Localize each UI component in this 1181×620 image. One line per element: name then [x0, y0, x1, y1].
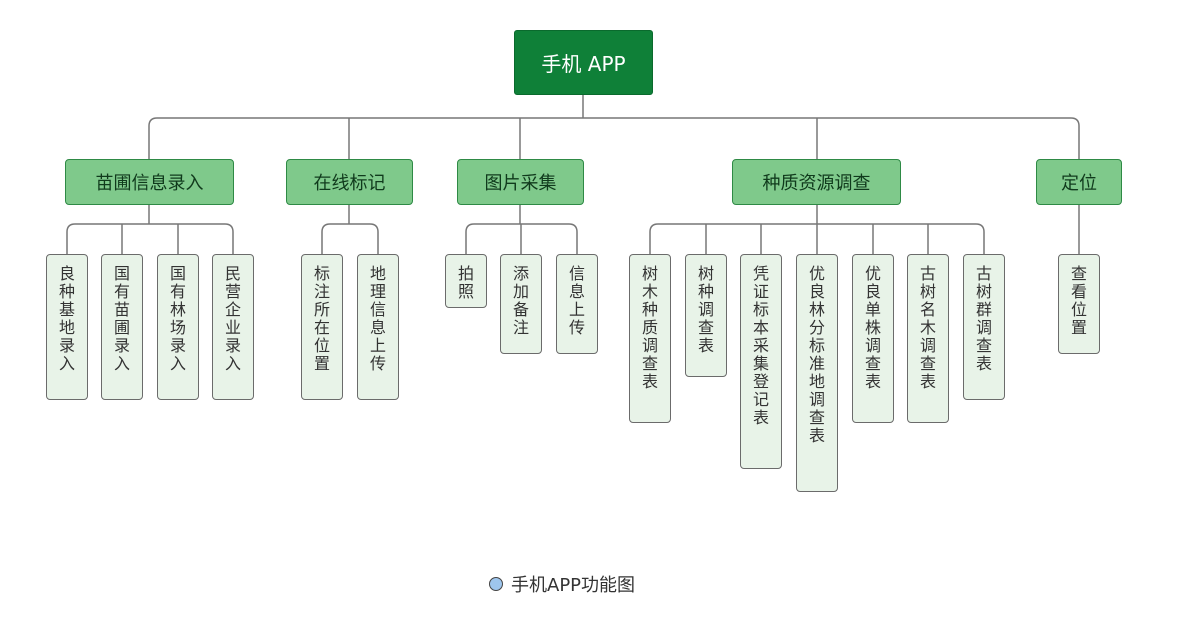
figure-caption: 手机APP功能图 — [489, 572, 635, 596]
leaf-node: 良种基地录入 — [46, 254, 88, 400]
category-node: 苗圃信息录入 — [65, 159, 234, 205]
category-node: 图片采集 — [457, 159, 584, 205]
connector-line — [321, 223, 379, 254]
leaf-node: 国有林场录入 — [157, 254, 199, 400]
leaf-node: 添加备注 — [500, 254, 542, 354]
caption-bullet-icon — [489, 577, 503, 591]
category-label: 在线标记 — [313, 173, 386, 194]
leaf-node: 信息上传 — [556, 254, 598, 354]
leaf-node: 凭证标本采集登记表 — [740, 254, 782, 469]
category-node: 定位 — [1036, 159, 1122, 205]
connector-line — [148, 117, 1080, 159]
leaf-node: 国有苗圃录入 — [101, 254, 143, 400]
category-label: 苗圃信息录入 — [95, 173, 204, 194]
category-label: 种质资源调查 — [762, 173, 871, 194]
category-label: 定位 — [1061, 173, 1097, 194]
category-label: 图片采集 — [484, 173, 557, 194]
leaf-node: 树木种质调查表 — [629, 254, 671, 423]
root-label: 手机 APP — [541, 52, 626, 76]
leaf-node: 古树群调查表 — [963, 254, 1005, 400]
caption-text: 手机APP功能图 — [511, 575, 636, 596]
leaf-node: 古树名木调查表 — [907, 254, 949, 423]
category-node: 种质资源调查 — [732, 159, 901, 205]
leaf-node: 标注所在位置 — [301, 254, 343, 400]
leaf-node: 优良单株调查表 — [852, 254, 894, 423]
root-node: 手机 APP — [514, 30, 653, 95]
category-node: 在线标记 — [286, 159, 413, 205]
connector-line — [66, 223, 234, 254]
leaf-node: 地理信息上传 — [357, 254, 399, 400]
leaf-node: 优良林分标准地调查表 — [796, 254, 838, 492]
leaf-node: 查看位置 — [1058, 254, 1100, 354]
leaf-node: 树种调查表 — [685, 254, 727, 377]
leaf-node: 拍照 — [445, 254, 487, 308]
leaf-node: 民营企业录入 — [212, 254, 254, 400]
